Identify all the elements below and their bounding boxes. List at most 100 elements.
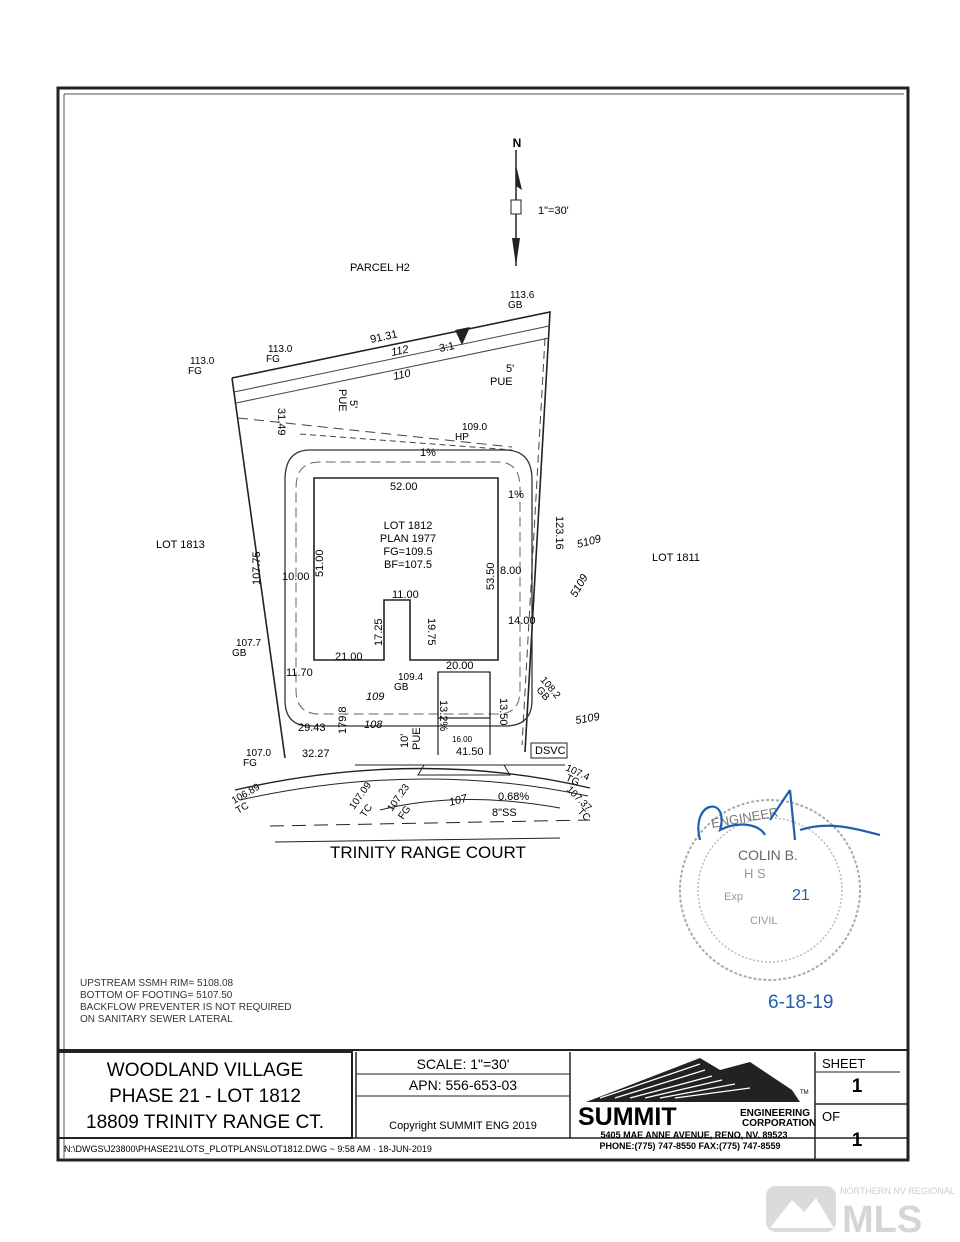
street-name: TRINITY RANGE COURT <box>330 843 526 862</box>
contour-107: 107 <box>448 792 470 809</box>
project-phase-lot: PHASE 21 - LOT 1812 <box>109 1086 301 1107</box>
dim-21: 21.00 <box>335 651 363 663</box>
north-arrow-icon: N <box>510 136 522 266</box>
dim-112: 112 <box>390 344 410 359</box>
dim-179-8: 179.8 <box>337 706 349 734</box>
dim-5-left: 5' <box>347 400 359 408</box>
dim-19-75: 19.75 <box>425 618 437 646</box>
property-boundary <box>231 311 551 759</box>
contour-5109-c: 5109 <box>574 711 600 727</box>
dim-5-right: 5' <box>506 363 514 375</box>
house-bf-label: BF=107.5 <box>384 559 432 571</box>
pue-right: PUE <box>490 376 513 388</box>
elev-107-7: 107.7 <box>236 638 261 649</box>
elev-107-0: 107.0 <box>246 748 271 759</box>
contour-5109-b: 5109 <box>568 572 591 599</box>
title-scale: SCALE: 1"=30' <box>417 1056 510 1072</box>
company-sub1: ENGINEERING <box>740 1108 810 1119</box>
stamp-exp: Exp <box>724 891 743 903</box>
note-ssmh: UPSTREAM SSMH RIM= 5108.08 <box>80 978 234 989</box>
contour-109: 109 <box>366 691 384 703</box>
scale-note: 1"=30' <box>538 205 569 217</box>
company-name: SUMMIT <box>578 1103 677 1131</box>
company-sub2: CORPORATION <box>742 1118 816 1129</box>
pue-bottom: PUE <box>411 727 423 750</box>
lot-1811-label: LOT 1811 <box>652 552 700 564</box>
dim-107-75: 107.75 <box>251 551 263 585</box>
dim-11: 11.00 <box>392 589 419 601</box>
parcel-h2-label: PARCEL H2 <box>350 262 410 274</box>
note-backflow: BACKFLOW PREVENTER IS NOT REQUIRED <box>80 1002 292 1013</box>
elev-109-4: 109.4 <box>398 672 423 683</box>
contour-108: 108 <box>364 719 383 731</box>
dim-13-50: 13.50 <box>497 698 509 726</box>
logo-tm: TM <box>800 1090 809 1096</box>
elev-113-0a-tag: FG <box>266 354 280 365</box>
north-label: N <box>513 136 522 150</box>
house-lot-label: LOT 1812 <box>384 520 433 532</box>
title-copyright: Copyright SUMMIT ENG 2019 <box>389 1120 537 1132</box>
mls-mountain-icon <box>766 1186 836 1232</box>
dim-17-25: 17.25 <box>373 618 385 646</box>
dim-123-16: 123.16 <box>553 516 565 550</box>
engineer-signature <box>697 789 881 841</box>
project-name: WOODLAND VILLAGE <box>107 1060 303 1081</box>
company-phone: PHONE:(775) 747-8550 FAX:(775) 747-8559 <box>599 1141 780 1151</box>
dim-14: 14.00 <box>508 615 536 627</box>
elev-113-0b: 113.0 <box>190 356 215 367</box>
company-address: 5405 MAE ANNE AVENUE, RENO, NV. 89523 <box>601 1130 788 1140</box>
dim-11-70: 11.70 <box>286 667 313 679</box>
mls-watermark: NORTHERN NV REGIONAL MLS <box>766 1186 955 1241</box>
drainage-arrow-icon <box>455 327 470 345</box>
dim-53-5: 53.50 <box>485 562 497 590</box>
sheet-number: 1 <box>852 1076 863 1097</box>
of-label: OF <box>822 1109 840 1124</box>
stamp-name2: H S <box>744 866 766 881</box>
dim-16: 16.00 <box>452 735 473 744</box>
elev-109-0-tag: HP <box>455 432 469 443</box>
elev-113-0b-tag: FG <box>188 366 202 377</box>
dim-41-5: 41.50 <box>456 746 484 758</box>
project-address: 18809 TRINITY RANGE CT. <box>86 1112 324 1133</box>
title-block: WOODLAND VILLAGE PHASE 21 - LOT 1812 188… <box>57 1049 909 1161</box>
stamp-name: COLIN B. <box>738 847 798 863</box>
street-curb-lines <box>234 764 591 843</box>
dsvc-box <box>530 742 568 759</box>
dim-51: 51.00 <box>314 549 326 577</box>
note-sewer: ON SANITARY SEWER LATERAL <box>80 1014 233 1025</box>
driveway-apron <box>417 764 511 776</box>
house-plan-label: PLAN 1977 <box>380 533 436 545</box>
elev-109-4-tag: GB <box>394 682 409 693</box>
lot-1813-label: LOT 1813 <box>156 539 205 551</box>
dim-8: 8.00 <box>500 565 521 577</box>
watermark-top: NORTHERN NV REGIONAL <box>840 1186 955 1196</box>
sewer-8ss: 8"SS <box>492 807 517 819</box>
dim-91-31: 91.31 <box>369 328 398 345</box>
dim-52: 52.00 <box>390 481 418 493</box>
elev-113-6: 113.6 <box>510 290 535 301</box>
stamp-date: 6-18-19 <box>768 992 834 1013</box>
engineer-stamp: ENGINEER COLIN B. H S Exp 21 CIVIL 6-18-… <box>679 789 881 1013</box>
summit-logo-icon: TM <box>586 1058 809 1102</box>
dim-10: 10.00 <box>282 571 310 583</box>
dim-3to1: 3:1 <box>438 340 455 355</box>
note-footing: BOTTOM OF FOOTING= 5107.50 <box>80 990 233 1001</box>
elev-113-0a: 113.0 <box>268 344 293 355</box>
dim-13-2pct: 13.2% <box>437 700 449 731</box>
dim-1pct-right: 1% <box>508 489 524 501</box>
pue-left: PUE <box>336 389 348 412</box>
grading-outline <box>284 449 533 727</box>
file-path: N:\DWGS\J23800\PHASE21\LOTS_PLOTPLANS\LO… <box>64 1144 432 1154</box>
watermark-brand: MLS <box>842 1199 922 1241</box>
setback-lines <box>233 325 550 746</box>
dim-29-43: 29.43 <box>298 722 326 734</box>
grading-outline-inner <box>295 461 521 715</box>
elev-107-0-tag: FG <box>243 758 257 769</box>
house-fg-label: FG=109.5 <box>383 546 432 558</box>
slope-0-68: 0.68% <box>498 791 529 803</box>
dim-dsvc: DSVC <box>535 745 566 757</box>
dim-110: 110 <box>392 367 413 383</box>
dim-20: 20.00 <box>446 660 474 672</box>
title-apn: APN: 556-653-03 <box>409 1077 517 1093</box>
